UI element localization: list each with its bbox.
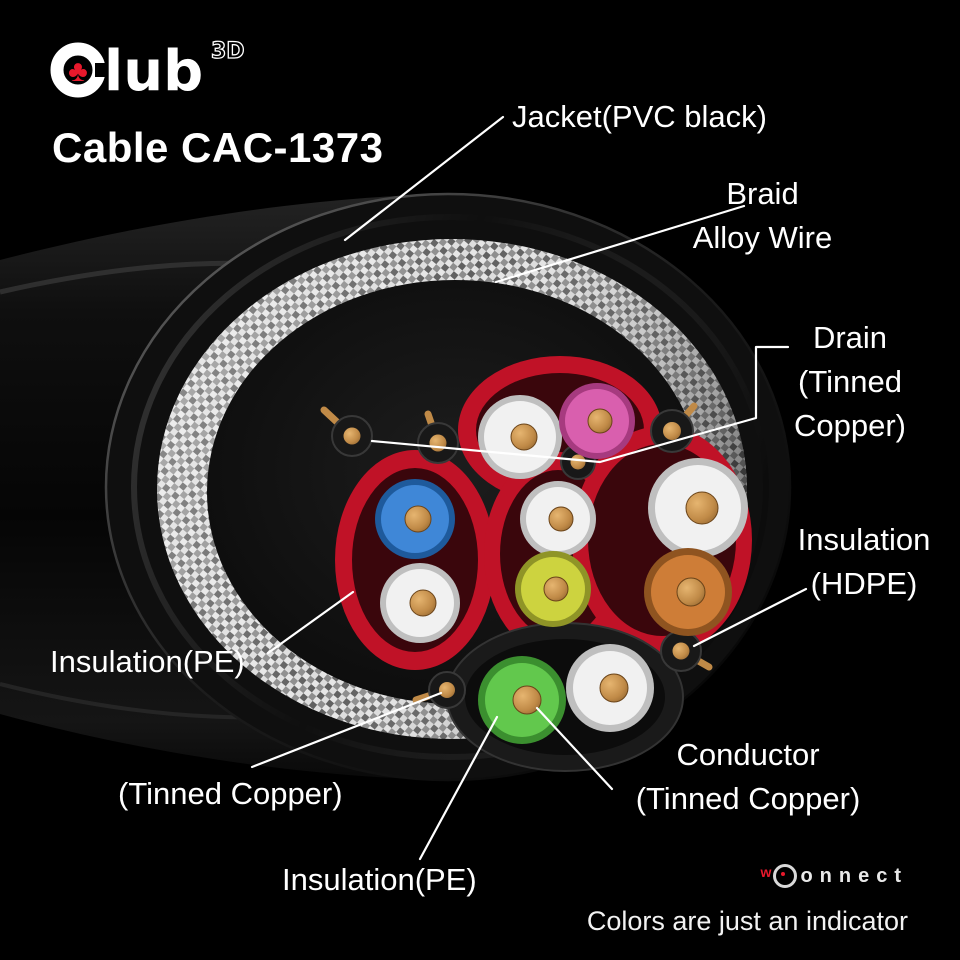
wire-white-right bbox=[648, 458, 748, 558]
club3d-logo: ♣ lub 3D bbox=[50, 38, 245, 104]
logo-c-gap bbox=[95, 63, 111, 77]
label-conductor-line2: (Tinned Copper) bbox=[635, 781, 861, 817]
wconnect-w: w bbox=[760, 864, 772, 880]
wconnect-rest: onnect bbox=[800, 864, 908, 887]
connector-line-conductor bbox=[535, 706, 614, 791]
label-drain-line3: Copper) bbox=[794, 408, 906, 444]
wire-white-left bbox=[380, 563, 460, 643]
label-braid: Braid Alloy Wire bbox=[655, 172, 870, 260]
wconnect-c-icon bbox=[773, 864, 798, 888]
drain-wires bbox=[320, 402, 713, 709]
label-conductor: Conductor (Tinned Copper) bbox=[598, 733, 898, 821]
label-hdpe-line1: Insulation bbox=[797, 522, 931, 557]
connector-line-hdpe bbox=[692, 587, 808, 648]
label-drain: Drain (Tinned Copper) bbox=[775, 316, 925, 448]
connector-line-drain bbox=[370, 345, 790, 464]
label-braid-line2: Alloy Wire bbox=[692, 220, 833, 256]
wire-blue-left bbox=[375, 479, 455, 559]
wire-white-top bbox=[478, 395, 562, 479]
logo-word: lub bbox=[104, 39, 203, 104]
label-insulation-hdpe: Insulation (HDPE) bbox=[770, 518, 958, 606]
wire-white-bottom bbox=[566, 644, 654, 732]
color-disclaimer: Colors are just an indicator bbox=[586, 906, 908, 936]
label-conductor-line1: Conductor bbox=[676, 737, 820, 772]
wire-green-bottom bbox=[478, 656, 566, 744]
label-braid-line1: Braid bbox=[726, 176, 799, 211]
label-jacket: Jacket(PVC black) bbox=[512, 99, 767, 134]
label-hdpe-line2: (HDPE) bbox=[810, 566, 918, 602]
wire-yellow-center bbox=[515, 551, 591, 627]
wire-pink-top bbox=[559, 383, 635, 459]
wconnect-logo: w onnect bbox=[761, 864, 908, 888]
label-insulation-pe-left: Insulation(PE) bbox=[50, 644, 245, 679]
connector-line-pe-left bbox=[266, 590, 355, 655]
connector-line-braid bbox=[494, 204, 746, 284]
wire-white-center bbox=[520, 481, 596, 557]
label-insulation-pe-bottom: Insulation(PE) bbox=[282, 862, 477, 897]
connector-line-tinned-left bbox=[250, 691, 443, 769]
club-suit-icon: ♣ bbox=[68, 55, 88, 88]
page-title: Cable CAC-1373 bbox=[52, 124, 384, 171]
connector-line-pe-bottom bbox=[418, 715, 499, 861]
logo-3d-sup: 3D bbox=[211, 39, 245, 64]
label-tinned-copper-left: (Tinned Copper) bbox=[118, 776, 343, 811]
connector-line-jacket bbox=[343, 115, 505, 242]
label-drain-line1: Drain bbox=[812, 320, 888, 355]
wire-orange-right bbox=[644, 548, 732, 636]
label-drain-line2: (Tinned bbox=[798, 364, 902, 400]
